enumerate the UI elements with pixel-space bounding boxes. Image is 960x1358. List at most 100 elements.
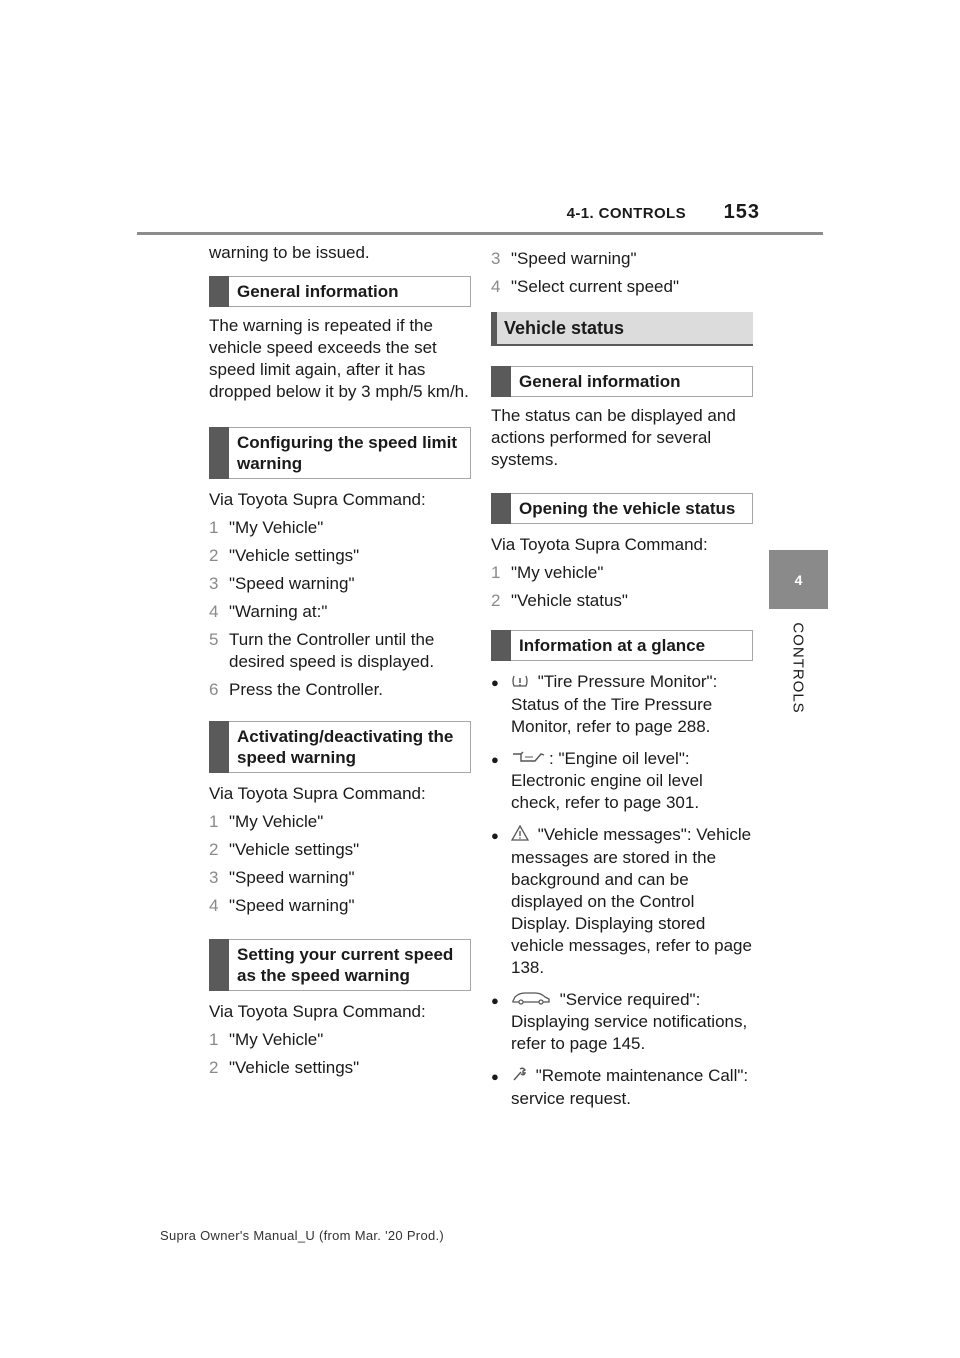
heading-bar [491, 630, 511, 661]
step-item: 2"Vehicle settings" [209, 545, 471, 567]
heading-bar [209, 427, 229, 479]
configuring-steps: 1 "My Vehicle" 2"Vehicle settings" 3 "Speed … [209, 517, 471, 701]
glance-bullet: ● "Service required": Displaying service… [491, 989, 753, 1056]
left-column: warning to be issued. General informatio… [209, 242, 471, 1079]
activating-heading: Activating/deactivating the speed warnin… [209, 721, 471, 773]
step-text: "Select current speed" [511, 277, 679, 296]
oil-can-icon [511, 748, 545, 770]
heading-bar [491, 366, 511, 397]
step-number: 1 [209, 518, 219, 537]
setting-heading: Setting your current speed as the speed … [209, 939, 471, 991]
heading-label: General information [237, 282, 399, 301]
via-command-text: Via Toyota Supra Command: [491, 535, 708, 554]
heading-label: Opening the vehicle status [519, 499, 736, 518]
activating-steps: 1"My Vehicle" 2 "Vehicle settings" 3 "Speed … [209, 811, 471, 917]
bullet-body: : "Engine oil level": Electronic engine … [511, 748, 753, 815]
step-number: 4 [491, 277, 501, 296]
bullet-dot: ● [491, 751, 499, 767]
heading-bar [209, 276, 229, 307]
general-info-text: The warning is repeated if the vehicle s… [209, 316, 469, 401]
bullet-text: "Remote maintenance Call": service reque… [511, 1066, 749, 1108]
right-column: 3"Speed warning"4"Select current speed" … [491, 242, 753, 1110]
step-number: 1 [491, 563, 501, 582]
glance-heading: Information at a glance [491, 630, 753, 661]
step-number: 4 [209, 896, 219, 915]
step-text: "Speed warning" [511, 249, 637, 268]
step-number: 3 [209, 574, 219, 593]
step-number: 5 [209, 630, 219, 649]
via-command-text: Via Toyota Supra Command: [209, 490, 426, 509]
heading-bar [209, 939, 229, 991]
bullet-text: "Service required": Displaying service n… [511, 989, 748, 1054]
setting-steps: 1"My Vehicle" 2 "Vehicle settings" [209, 1029, 471, 1079]
step-text: Turn the Controller until the desired sp… [229, 630, 435, 671]
bullet-dot: ● [491, 992, 499, 1008]
bullet-text: : "Engine oil level": Electronic engine … [511, 748, 703, 813]
via-command-text: Via Toyota Supra Command: [209, 1002, 426, 1021]
step-number: 3 [209, 868, 219, 887]
chapter-label: CONTROLS [789, 622, 807, 714]
step-number: 2 [209, 840, 219, 859]
step-text: "Speed warning" [229, 574, 355, 593]
heading-label: Configuring the speed limit warning [237, 433, 458, 473]
car-service-icon [511, 989, 551, 1011]
general-info-text: The status can be displayed and actions … [491, 406, 736, 469]
step-text: "My vehicle" [511, 563, 604, 582]
step-number: 4 [209, 602, 219, 621]
step-item: 1 "My Vehicle" [209, 517, 471, 539]
warning-triangle-icon [510, 824, 530, 847]
step-text: "Speed warning" [229, 896, 355, 915]
step-item: 4 "Speed warning" [209, 895, 471, 917]
step-text: "Speed warning" [229, 868, 355, 887]
step-number: 2 [209, 546, 219, 565]
heading-label: Vehicle status [504, 318, 625, 338]
continued-steps: 3 "Speed warning" 4 "Select current speed" [491, 248, 753, 298]
glance-bullet: ● "Vehicle messages": Vehicle messages a… [491, 824, 753, 979]
header-divider [137, 232, 823, 235]
step-item: 3 "Speed warning" [209, 573, 471, 595]
general-info-heading: General information [491, 366, 753, 397]
step-number: 3 [491, 249, 501, 268]
intro-text: warning to be issued. [209, 243, 370, 262]
step-item: 1"My Vehicle" [209, 811, 471, 833]
step-item: 3 "Speed warning" [209, 867, 471, 889]
step-item: 2"Vehicle status" [491, 590, 753, 612]
step-item: 2 "Vehicle settings" [209, 1057, 471, 1079]
glance-bullet: ● "Tire Pressure Monitor": Status of the… [491, 671, 753, 738]
chapter-tab: 4 [769, 550, 828, 609]
step-item: 5 Turn the Controller until the desired s… [209, 629, 471, 673]
general-info-heading: General information [209, 276, 471, 307]
vehicle-status-heading: Vehicle status [491, 312, 753, 346]
configuring-heading: Configuring the speed limit warning [209, 427, 471, 479]
page-number: 153 [723, 201, 760, 223]
step-item: 4"Warning at:" [209, 601, 471, 623]
step-number: 2 [209, 1058, 219, 1077]
heading-bar [209, 721, 229, 773]
bullet-dot: ● [491, 1069, 499, 1085]
step-text: "Vehicle status" [511, 591, 628, 610]
opening-heading: Opening the vehicle status [491, 493, 753, 524]
step-item: 4 "Select current speed" [491, 276, 753, 298]
step-text: "Vehicle settings" [229, 1058, 360, 1077]
step-text: Press the Controller. [229, 680, 384, 699]
glance-bullet: ● "Remote maintenance Call": service req… [491, 1065, 753, 1110]
step-text: "My Vehicle" [229, 518, 324, 537]
heading-label: Setting your current speed as the speed … [237, 945, 454, 985]
via-command-text: Via Toyota Supra Command: [209, 784, 426, 803]
step-item: 3 "Speed warning" [491, 248, 753, 270]
wrench-icon [511, 1066, 527, 1088]
step-text: "Vehicle settings" [229, 840, 360, 859]
bullet-dot: ● [491, 828, 499, 844]
footer-text: Supra Owner's Manual_U (from Mar. '20 Pr… [160, 1228, 445, 1243]
step-item: 1 "My vehicle" [491, 562, 753, 584]
heading-bar [491, 312, 497, 344]
step-item: 2 "Vehicle settings" [209, 839, 471, 861]
bullet-body: "Tire Pressure Monitor": Status of the T… [511, 671, 753, 738]
step-item: 1"My Vehicle" [209, 1029, 471, 1051]
glance-bullet: ● : "Engine oil level": Electronic engine… [491, 748, 753, 815]
tire-pressure-icon [511, 672, 529, 694]
bullet-body: "Remote maintenance Call": service reque… [511, 1065, 753, 1110]
bullet-body: "Vehicle messages": Vehicle messages are… [510, 824, 753, 979]
glance-bullets: ● "Tire Pressure Monitor": Status of the… [491, 671, 753, 1110]
